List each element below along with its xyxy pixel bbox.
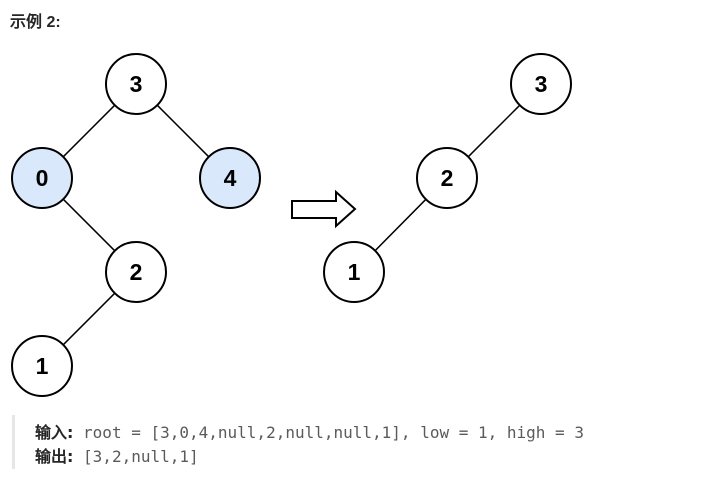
tree-node-label: 3 <box>535 71 548 97</box>
output-value: [3,2,null,1] <box>73 447 199 466</box>
tree-edge <box>62 292 116 346</box>
tree-node-label: 2 <box>130 259 143 285</box>
tree-node-0 <box>11 147 73 209</box>
tree-node-1 <box>11 335 73 397</box>
tree-edge <box>62 104 116 158</box>
tree-node-label: 2 <box>441 165 454 191</box>
example-heading: 示例 2: <box>10 14 61 31</box>
output-line: 输出: [3,2,null,1] <box>35 443 199 467</box>
tree-node-label: 3 <box>130 71 143 97</box>
tree-node-2 <box>105 241 167 303</box>
tree-node-label: 1 <box>36 353 49 379</box>
tree-node-3 <box>510 53 572 115</box>
input-value: root = [3,0,4,null,2,null,null,1], low =… <box>73 423 584 442</box>
input-label: 输入: <box>35 423 74 442</box>
tree-edge <box>156 104 210 158</box>
tree-edge <box>62 198 116 252</box>
tree-node-1 <box>323 241 385 303</box>
tree-node-3 <box>105 53 167 115</box>
example-io-block: 输入: root = [3,0,4,null,2,null,null,1], l… <box>12 415 695 469</box>
tree-node-label: 0 <box>36 165 49 191</box>
tree-node-label: 4 <box>224 165 237 191</box>
tree-node-2 <box>416 147 478 209</box>
right-arrow-icon <box>291 189 357 229</box>
input-line: 输入: root = [3,0,4,null,2,null,null,1], l… <box>35 419 584 443</box>
tree-node-4 <box>199 147 261 209</box>
tree-edge <box>467 104 521 158</box>
output-label: 输出: <box>35 447 74 466</box>
tree-edge <box>374 198 427 252</box>
input-tree: 3 0 4 2 1 <box>11 53 261 397</box>
tree-node-label: 1 <box>348 259 361 285</box>
output-tree: 3 2 1 <box>323 53 572 303</box>
trim-bst-diagram: 3 0 4 2 1 3 2 1 <box>11 53 572 397</box>
